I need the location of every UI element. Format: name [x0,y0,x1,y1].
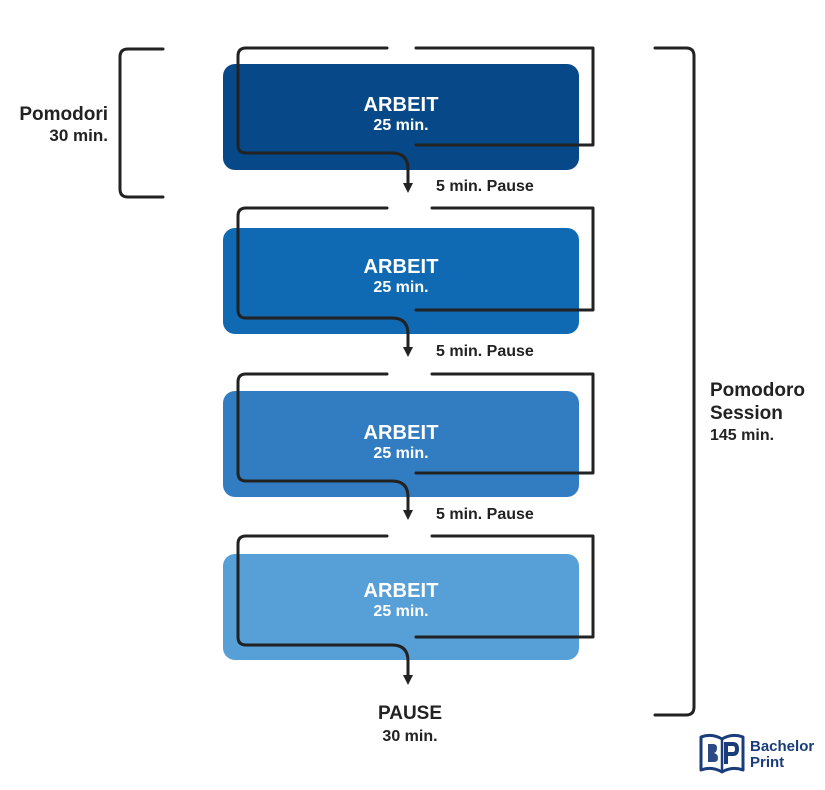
final-pause-duration: 30 min. [382,728,438,745]
final-pause-label: PAUSE 30 min. [330,703,490,746]
session-duration: 145 min. [710,427,775,445]
work-title-1: ARBEIT [363,94,439,116]
work-title-4: ARBEIT [363,580,439,602]
book-logo-icon [699,733,745,774]
logo-name-line-1: Bachelor [750,738,815,755]
session-label: Pomodoro Session 145 min. [710,379,820,446]
session-title-line-2: Session [710,403,783,425]
pomodori-duration: 30 min. [49,125,108,145]
short-pause-label-1: 5 min. Pause [436,178,534,195]
pomodori-title: Pomodori [19,104,108,125]
final-pause-title: PAUSE [377,703,443,724]
bachelor-print-logo: Bachelor Print [698,729,822,777]
pomodori-label: Pomodori 30 min. [8,104,108,145]
session-title-line-1: Pomodoro [710,380,805,401]
logo-text: Bachelor Print [750,739,814,771]
work-duration-4: 25 min. [373,603,429,620]
work-label-3: ARBEIT 25 min. [223,423,579,463]
work-title-3: ARBEIT [363,422,439,444]
work-label-4: ARBEIT 25 min. [223,581,579,621]
work-label-1: ARBEIT 25 min. [223,95,579,135]
session-bracket [653,46,696,717]
short-pause-label-2: 5 min. Pause [436,343,534,360]
work-label-2: ARBEIT 25 min. [223,257,579,297]
logo-name-line-2: Print [750,753,785,771]
work-duration-2: 25 min. [373,279,429,296]
short-pause-label-3: 5 min. Pause [436,506,534,523]
work-duration-3: 25 min. [373,445,429,462]
work-title-2: ARBEIT [363,256,439,278]
work-duration-1: 25 min. [373,117,429,134]
pomodori-bracket [118,47,165,199]
